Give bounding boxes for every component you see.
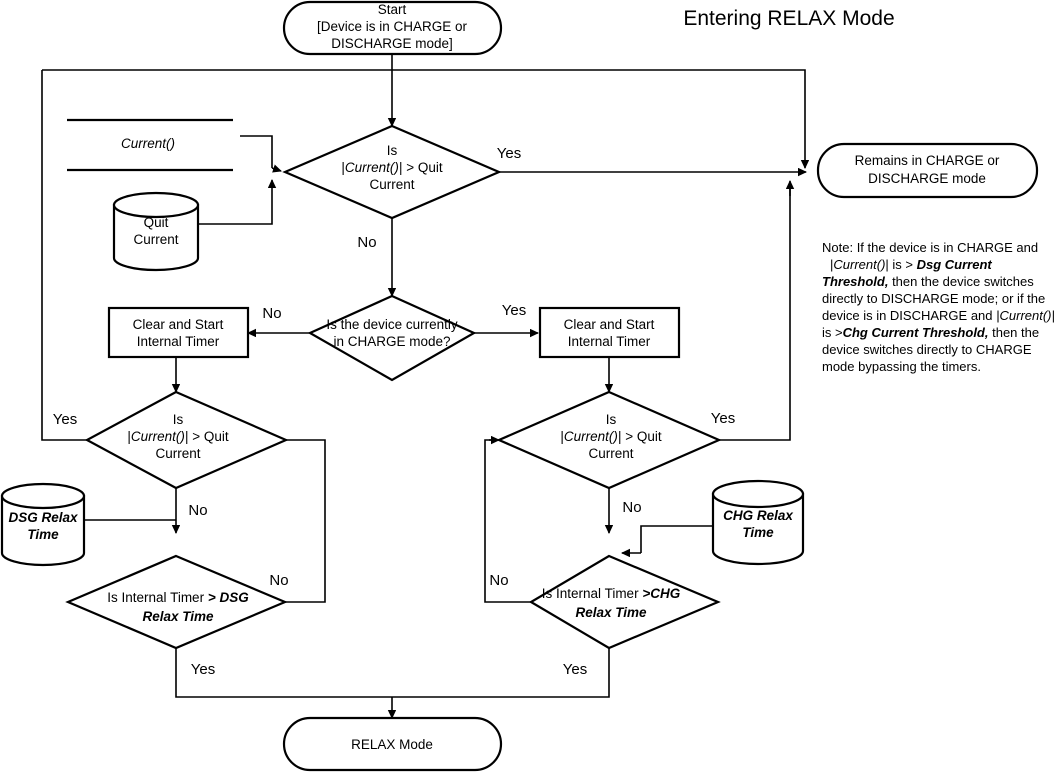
edge-current-to-decision bbox=[240, 135, 273, 168]
edge-current-arrow bbox=[271, 164, 282, 173]
label-quit-top-yes: Yes bbox=[497, 145, 521, 162]
note-line-4: directly to DISCHARGE mode; or if the bbox=[822, 291, 1045, 306]
tl-line1: Clear and Start bbox=[133, 317, 224, 332]
current-label: Current() bbox=[121, 136, 175, 151]
node-decision-timer-chg[interactable]: Is Internal Timer >CHG Relax Time bbox=[528, 554, 721, 650]
chgdb-line1: CHG Relax bbox=[723, 508, 793, 523]
dqr-line1: Is bbox=[606, 412, 617, 427]
dtd-line1: Is Internal Timer > DSG bbox=[107, 590, 249, 605]
dql-line1: Is bbox=[173, 412, 184, 427]
dtc-line1: Is Internal Timer >CHG bbox=[542, 586, 681, 601]
node-decision-quit-top[interactable]: Is |Current()| > Quit Current bbox=[282, 124, 502, 220]
label-quit-right-no: No bbox=[622, 499, 641, 516]
node-timer-right[interactable]: Clear and Start Internal Timer bbox=[538, 306, 681, 359]
start-line3: DISCHARGE mode] bbox=[331, 36, 453, 51]
node-decision-charge-mode[interactable]: Is the device currently in CHARGE mode? bbox=[307, 294, 477, 382]
node-decision-quit-left[interactable]: Is |Current()| > Quit Current bbox=[84, 390, 289, 490]
node-quit-current-store[interactable]: Quit Current bbox=[112, 191, 200, 272]
note-line-3: Threshold, then the device switches bbox=[822, 274, 1034, 289]
start-line1: Start bbox=[378, 2, 407, 17]
remains-line2: DISCHARGE mode bbox=[868, 171, 986, 186]
page-title: Entering RELAX Mode bbox=[683, 7, 894, 30]
node-decision-quit-right[interactable]: Is |Current()| > Quit Current bbox=[496, 390, 722, 490]
label-quit-right-yes: Yes bbox=[711, 410, 735, 427]
label-charge-no: No bbox=[262, 305, 281, 322]
dtc-line2: Relax Time bbox=[575, 605, 647, 620]
note-line-5: device is in DISCHARGE and |Current()| bbox=[822, 308, 1055, 323]
start-line2: [Device is in CHARGE or bbox=[317, 19, 468, 34]
dqr-line2: |Current()| > Quit bbox=[560, 429, 661, 444]
node-remains[interactable]: Remains in CHARGE or DISCHARGE mode bbox=[816, 142, 1039, 199]
node-start[interactable]: Start [Device is in CHARGE or DISCHARGE … bbox=[282, 0, 503, 56]
dqr-line3: Current bbox=[588, 446, 633, 461]
dqt-line3: Current bbox=[369, 177, 414, 192]
dql-line3: Current bbox=[155, 446, 200, 461]
quitdb-line2: Current bbox=[133, 232, 178, 247]
tr-line1: Clear and Start bbox=[564, 317, 655, 332]
edge-left-rail-top bbox=[42, 69, 806, 160]
note-line-8: mode bypassing the timers. bbox=[822, 359, 981, 374]
edge-timerdsg-yes bbox=[175, 648, 392, 698]
node-dsg-relax-store[interactable]: DSG Relax Time bbox=[0, 482, 86, 567]
node-current-data: Current() bbox=[67, 118, 233, 172]
label-quit-top-no: No bbox=[357, 234, 376, 251]
label-timer-chg-yes: Yes bbox=[563, 661, 587, 678]
edge-quitleft-yes bbox=[41, 70, 87, 441]
dqt-line1: Is bbox=[387, 143, 398, 158]
note-line-2: |Current()| is > Dsg Current bbox=[830, 257, 992, 272]
edge-quitright-yes bbox=[719, 186, 791, 441]
note-line-1: Note: If the device is in CHARGE and bbox=[822, 240, 1038, 255]
label-charge-yes: Yes bbox=[502, 302, 526, 319]
tr-line2: Internal Timer bbox=[568, 334, 651, 349]
tl-line2: Internal Timer bbox=[137, 334, 220, 349]
dcm-line1: Is the device currently bbox=[326, 317, 458, 332]
dsgdb-line2: Time bbox=[27, 527, 59, 542]
edge-timerchg-yes bbox=[392, 648, 610, 698]
edge-chgdb-link bbox=[640, 525, 713, 553]
note-line-7: device switches directly to CHARGE bbox=[822, 342, 1032, 357]
label-quit-left-yes: Yes bbox=[53, 411, 77, 428]
remains-line1: Remains in CHARGE or bbox=[855, 153, 1000, 168]
node-timer-left[interactable]: Clear and Start Internal Timer bbox=[107, 306, 250, 359]
quitdb-line1: Quit bbox=[144, 215, 169, 230]
dtd-line2: Relax Time bbox=[142, 609, 214, 624]
dsgdb-line1: DSG Relax bbox=[8, 510, 78, 525]
edge-quitdb-to-decision bbox=[198, 190, 273, 225]
dql-line2: |Current()| > Quit bbox=[127, 429, 228, 444]
note-line-6: is >Chg Current Threshold, then the bbox=[822, 325, 1039, 340]
label-timer-chg-no: No bbox=[489, 572, 508, 589]
node-decision-timer-dsg[interactable]: Is Internal Timer > DSG Relax Time bbox=[65, 554, 288, 650]
edge-label-group: Yes No No Yes Yes No Yes No No Yes No Ye… bbox=[53, 145, 735, 678]
note-block: Note: If the device is in CHARGE and |Cu… bbox=[822, 240, 1055, 374]
connectors bbox=[41, 54, 810, 719]
dcm-line2: in CHARGE mode? bbox=[333, 334, 450, 349]
relax-label: RELAX Mode bbox=[351, 737, 433, 752]
label-quit-left-no: No bbox=[188, 502, 207, 519]
node-relax[interactable]: RELAX Mode bbox=[282, 716, 503, 772]
dqt-line2: |Current()| > Quit bbox=[341, 160, 442, 175]
label-timer-dsg-no: No bbox=[269, 572, 288, 589]
chgdb-line2: Time bbox=[742, 525, 774, 540]
node-chg-relax-store[interactable]: CHG Relax Time bbox=[711, 479, 805, 566]
label-timer-dsg-yes: Yes bbox=[191, 661, 215, 678]
